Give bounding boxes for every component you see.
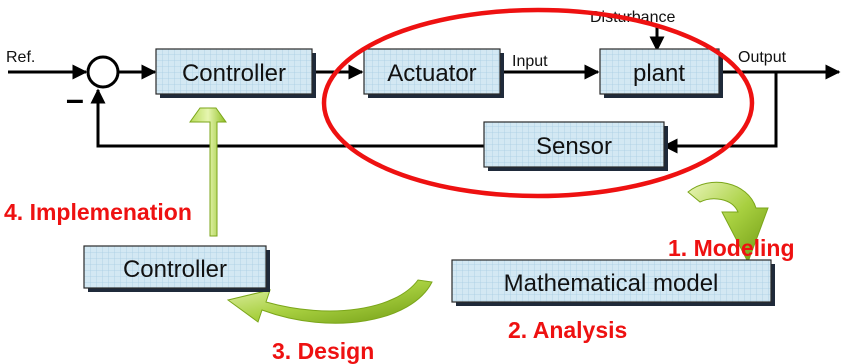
sensor-label: Sensor	[536, 133, 612, 160]
step-design: 3. Design	[272, 338, 374, 364]
summing-junction	[86, 55, 120, 89]
output-label: Output	[738, 49, 787, 66]
modeling-arrow	[687, 181, 769, 264]
controller-block: Controller	[155, 48, 316, 98]
step-modeling: 1. Modeling	[668, 235, 795, 261]
controller-design-label: Controller	[123, 256, 227, 283]
model-block: Mathematical model	[451, 259, 775, 306]
actuator-block: Actuator	[363, 48, 504, 98]
plant-highlight-ellipse	[321, 7, 755, 199]
feedback-return-wire	[90, 88, 484, 148]
step-analysis: 2. Analysis	[508, 317, 627, 343]
implementation-arrow	[189, 107, 227, 237]
controller-label: Controller	[182, 60, 286, 87]
plant-block: plant	[599, 48, 723, 98]
input-label: Input	[512, 53, 548, 70]
reference-label: Ref.	[6, 49, 35, 66]
negative-sign: –	[66, 81, 84, 117]
model-label: Mathematical model	[504, 270, 719, 297]
sensor-block: Sensor	[483, 121, 668, 171]
controller-design-block: Controller	[83, 245, 270, 292]
feedback-tap-wire	[662, 72, 778, 154]
plant-label: plant	[633, 60, 685, 87]
design-arrow	[226, 279, 433, 324]
step-implementation: 4. Implemenation	[4, 199, 192, 225]
actuator-label: Actuator	[387, 60, 476, 87]
